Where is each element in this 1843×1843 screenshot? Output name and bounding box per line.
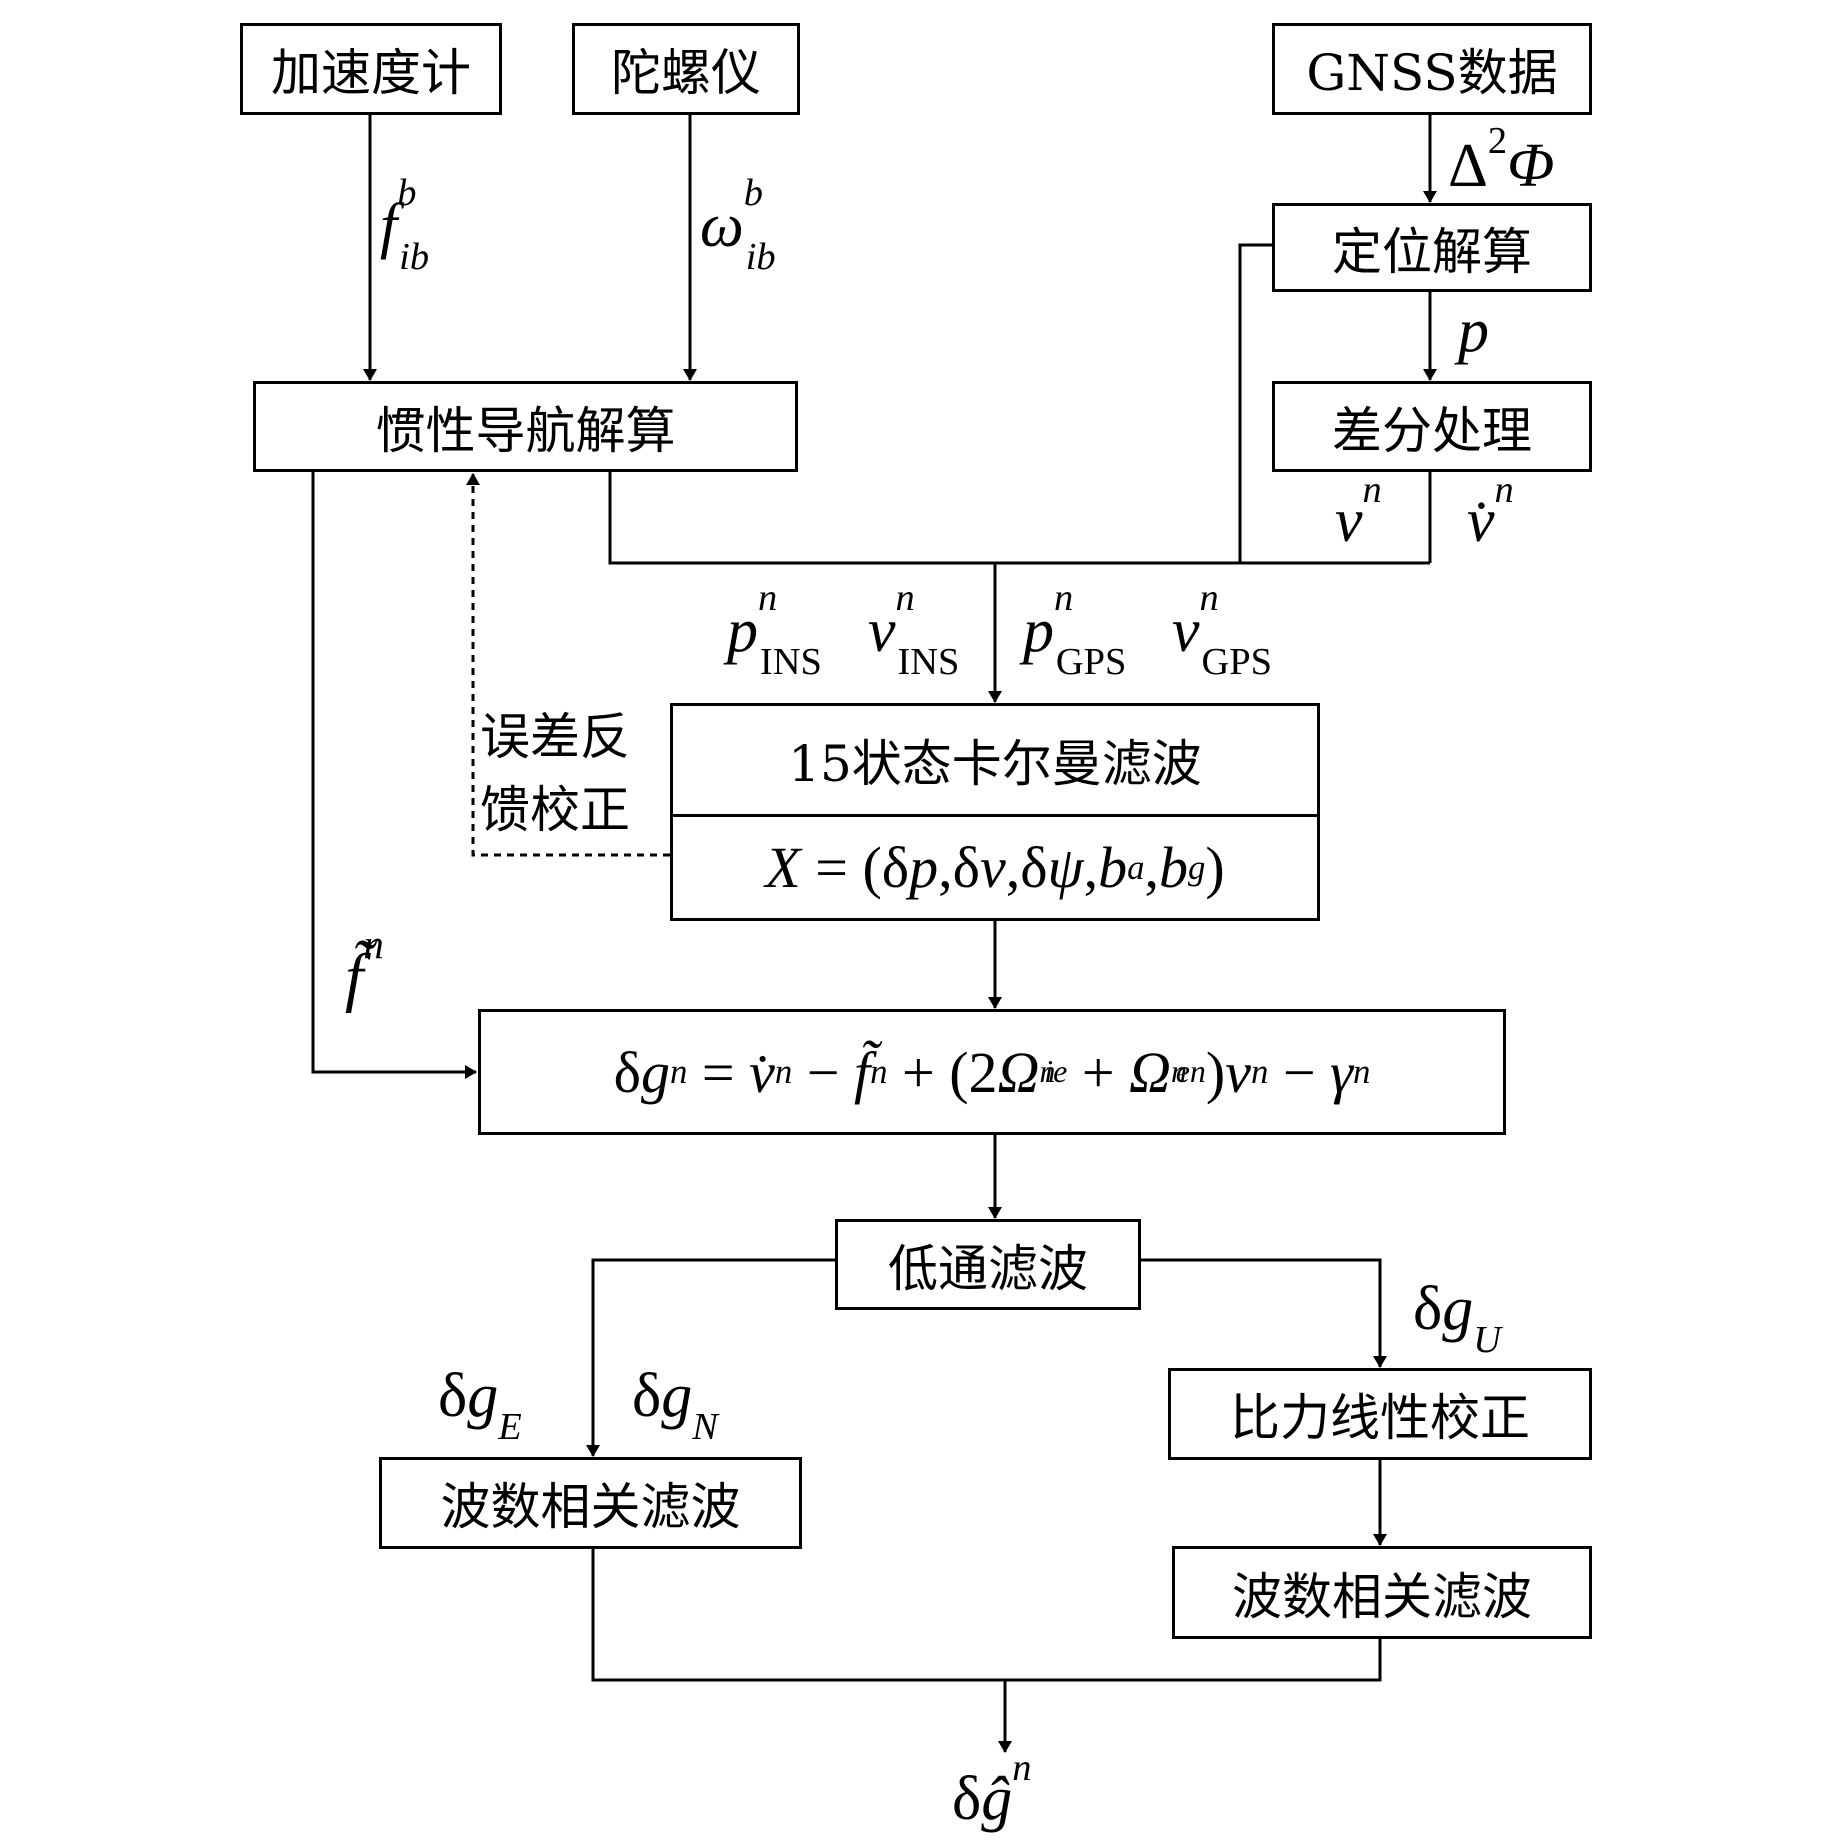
label-feedback-line1: 误差反 xyxy=(480,708,630,766)
ins-solution-box: 惯性导航解算 xyxy=(253,381,798,472)
label-dg-hat-n: δĝn xyxy=(952,1747,1032,1833)
label-p-gps: pnGPS xyxy=(1023,577,1127,683)
label-dg-e: δgE xyxy=(438,1362,522,1448)
wavenumber-filter-left-box: 波数相关滤波 xyxy=(379,1457,802,1549)
wavenumber-filter-right-box: 波数相关滤波 xyxy=(1172,1546,1592,1639)
label-p-ins: pnINS xyxy=(727,577,822,683)
label-v-n: vn xyxy=(1335,469,1382,555)
label-delta2-phi: Δ2Φ xyxy=(1448,119,1555,200)
line-merge xyxy=(591,1547,1382,1682)
specific-force-correction-box: 比力线性校正 xyxy=(1168,1368,1592,1460)
label-v-gps: vnGPS xyxy=(1172,577,1272,683)
label-dg-n: δgN xyxy=(632,1362,718,1448)
gyroscope-box: 陀螺仪 xyxy=(572,23,800,115)
label-v-ins: vnINS xyxy=(868,577,960,683)
line-positioning-to-bus xyxy=(1238,243,1272,563)
differencing-box: 差分处理 xyxy=(1272,381,1592,472)
label-feedback-line2: 馈校正 xyxy=(480,781,630,839)
gnss-data-box: GNSS数据 xyxy=(1272,23,1592,115)
arrow-ins-to-eq xyxy=(311,470,477,1079)
label-p: p xyxy=(1458,297,1489,365)
label-omega-ib-b: ωbib xyxy=(700,172,776,278)
label-f-tilde-n: f̃n xyxy=(345,921,384,1014)
accelerometer-box: 加速度计 xyxy=(240,23,502,115)
kalman-title: 15状态卡尔曼滤波 xyxy=(788,735,1202,793)
arrow-lowpass-to-left xyxy=(586,1258,835,1457)
positioning-box: 定位解算 xyxy=(1272,203,1592,292)
label-v-dot-n: v̇n xyxy=(1467,469,1514,555)
line-ins-to-bus xyxy=(608,470,1430,565)
arrow-feedback xyxy=(466,473,670,857)
arrow-lowpass-to-right xyxy=(1141,1258,1387,1368)
label-dg-u: δgU xyxy=(1413,1275,1501,1361)
label-f-ib-b: fbib xyxy=(380,172,430,278)
lowpass-filter-box: 低通滤波 xyxy=(835,1219,1141,1310)
